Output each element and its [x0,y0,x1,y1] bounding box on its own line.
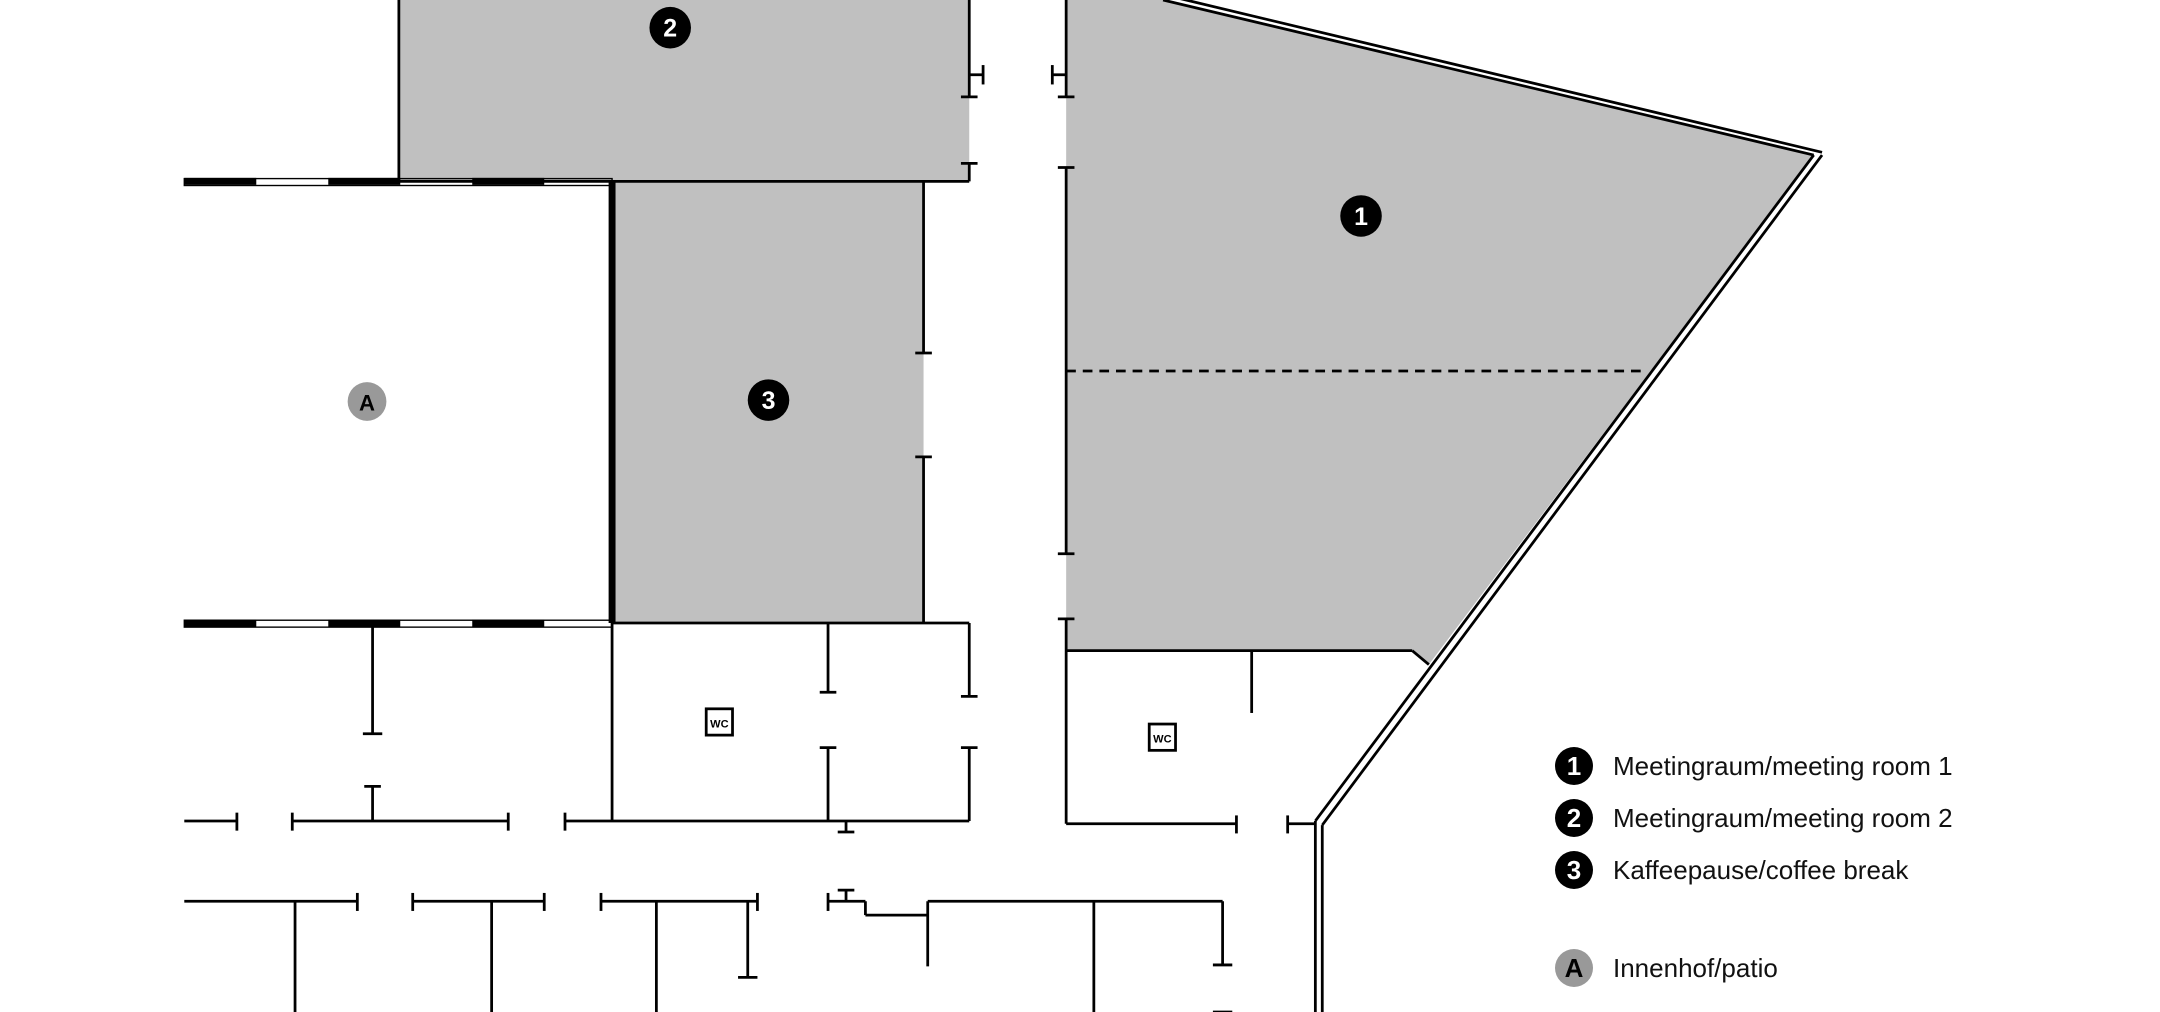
svg-text:WC: WC [1153,734,1171,746]
legend-label: Meetingraum/meeting room 1 [1613,750,1953,781]
svg-text:A: A [359,390,375,415]
legend-label: Innenhof/patio [1613,952,1778,983]
room-1-marker[interactable]: 1 [1340,195,1382,237]
legend-label: Meetingraum/meeting room 2 [1613,802,1953,833]
svg-text:1: 1 [1354,203,1368,231]
svg-text:2: 2 [663,15,677,43]
patio-marker[interactable]: A [347,382,387,421]
marker-a-icon: A [1555,949,1593,987]
legend-label: Kaffeepause/coffee break [1613,854,1909,885]
room-1-area[interactable] [1066,0,1814,665]
svg-text:3: 3 [762,387,776,415]
legend-item-patio: A Innenhof/patio [1555,942,1953,994]
legend-item-room-2: 2 Meetingraum/meeting room 2 [1555,792,1953,844]
wc-icon: WC [1147,722,1177,752]
wc-icon: WC [704,707,734,737]
legend-item-room-1: 1 Meetingraum/meeting room 1 [1555,740,1953,792]
marker-2-icon: 2 [1555,799,1593,837]
svg-text:WC: WC [710,719,728,731]
room-2-marker[interactable]: 2 [649,6,691,49]
walls [183,0,1824,1012]
marker-1-icon: 1 [1555,747,1593,785]
legend-item-coffee-break: 3 Kaffeepause/coffee break [1555,844,1953,896]
marker-3-icon: 3 [1555,851,1593,889]
legend: 1 Meetingraum/meeting room 1 2 Meetingraum… [1555,740,1953,994]
room-3-marker[interactable]: 3 [747,379,790,421]
